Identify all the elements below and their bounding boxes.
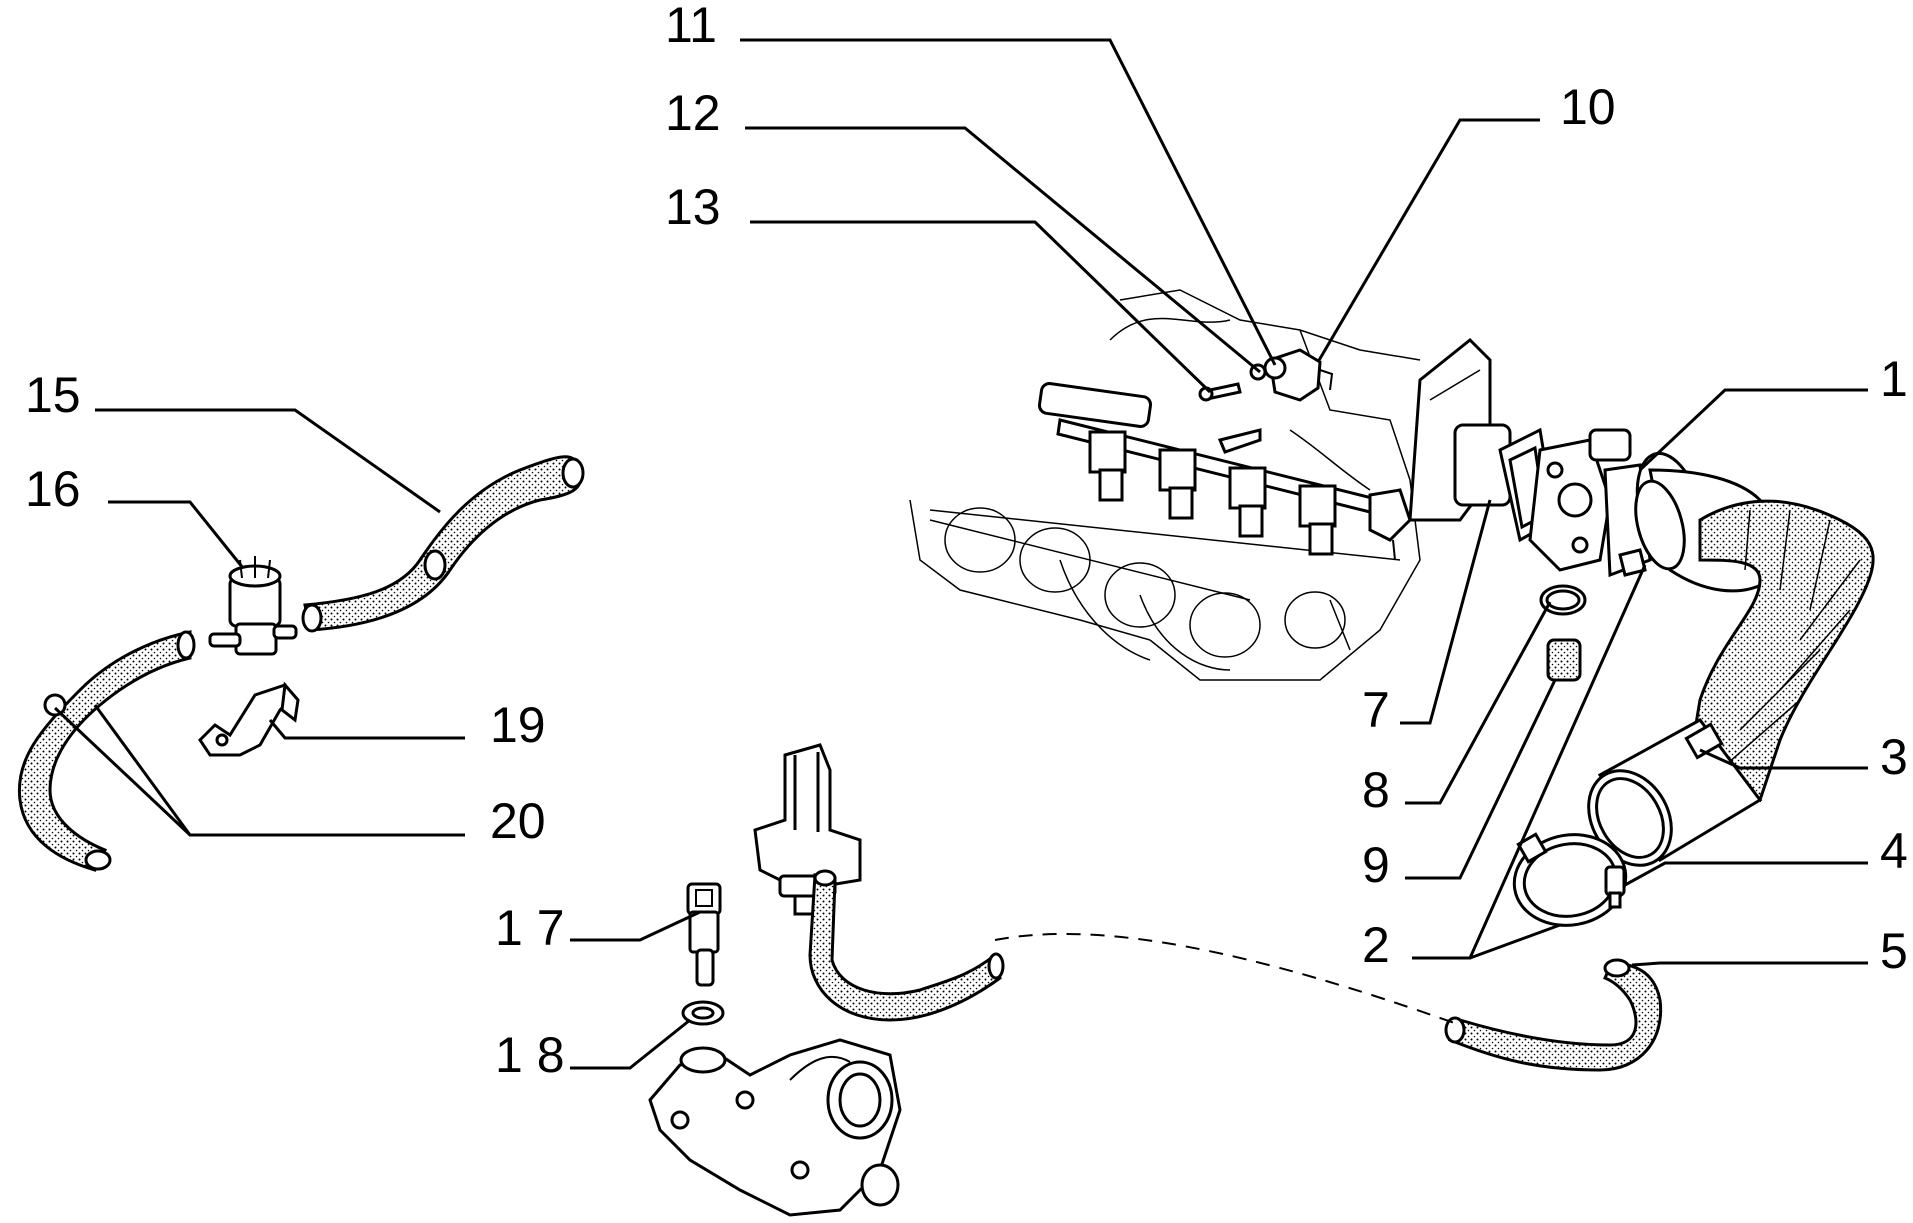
callout-12: 12 [665,85,721,141]
callout-2: 2 [1362,917,1390,973]
callout-16: 16 [25,461,81,517]
dashed-connection [994,933,1461,1026]
thermostat-group [648,743,1005,1217]
callout-labels: 11 12 13 10 1 7 8 9 2 3 4 5 15 16 19 20 … [25,0,1908,1083]
ring-and-sleeve [1539,584,1587,682]
callout-3: 3 [1880,729,1908,785]
callout-4: 4 [1880,823,1908,879]
left-vacuum-group [17,455,585,872]
throttle-body [1498,427,1652,578]
callout-7: 7 [1362,682,1390,738]
callout-19: 19 [490,697,546,753]
callout-8: 8 [1362,762,1390,818]
callout-20: 20 [490,793,546,849]
fitting-and-hose [1444,865,1663,1072]
callout-18: 1 8 [495,1027,565,1083]
air-intake-duct [1587,451,1875,867]
callout-1: 1 [1880,351,1908,407]
callout-5: 5 [1880,923,1908,979]
callout-9: 9 [1362,837,1390,893]
callout-17: 1 7 [495,900,565,956]
pressure-regulator-fittings [1198,348,1334,402]
callout-10: 10 [1560,79,1616,135]
fuel-rail [1037,382,1412,561]
callout-11: 11 [665,0,717,53]
leader-lines [53,38,1868,1070]
engine-manifold [909,289,1512,681]
callout-15: 15 [25,367,81,423]
callout-13: 13 [665,179,721,235]
